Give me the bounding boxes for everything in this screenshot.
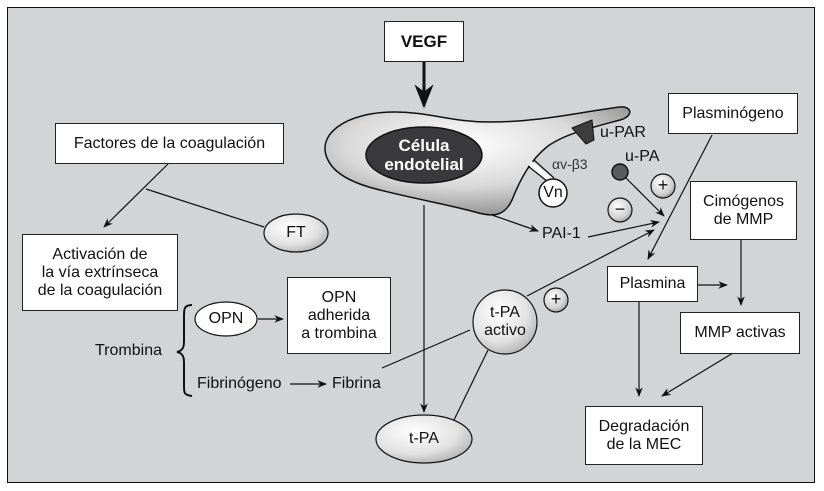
- vegf-box: VEGF: [384, 21, 464, 62]
- tpa-to-tpa-activo-line: [453, 349, 489, 421]
- celula-line2: endotelial: [384, 155, 464, 174]
- activacion-line1: Activación de: [52, 245, 148, 263]
- u-par-receptor: [571, 119, 595, 145]
- u-pa-arrow: [625, 177, 665, 217]
- activacion-box: Activación de la vía extrínseca de la co…: [22, 234, 178, 311]
- opn-adherida-line3: a trombina: [301, 324, 377, 342]
- vn-circle: [538, 178, 568, 208]
- cimogenos-box: Cimógenos de MMP: [690, 181, 797, 240]
- mmp-activas-label: MMP activas: [694, 324, 786, 341]
- opn-adherida-line1: OPN: [321, 288, 357, 306]
- fibrina-to-tpa-activo-line: [381, 329, 471, 369]
- fibrinogeno-label: Fibrinógeno: [197, 375, 282, 392]
- plasmina-box: Plasmina: [607, 266, 698, 302]
- pai1-arrow: [587, 220, 660, 238]
- u-par-label: u-PAR: [600, 124, 646, 141]
- u-pa-node: [611, 163, 629, 181]
- ft-line: [145, 188, 265, 228]
- plus-sign-upa: [650, 173, 676, 199]
- celula-endotelial-label: Célula endotelial: [366, 136, 482, 174]
- opn-adherida-box: OPN adherida a trombina: [287, 277, 391, 354]
- plus-upa-label: +: [657, 175, 669, 195]
- ft-label: FT: [286, 224, 306, 241]
- plus-sign-tpa: [543, 287, 569, 313]
- minus-pai1-label: −: [614, 199, 626, 219]
- opn-adherida-line2: adherida: [307, 306, 371, 324]
- trombina-label: Trombina: [95, 342, 162, 359]
- alpha-v-beta3-label: αv-β3: [552, 156, 588, 172]
- vn-label: Vn: [543, 184, 563, 201]
- mmp-activas-box: MMP activas: [680, 312, 800, 354]
- integrin-stalk: [527, 159, 555, 183]
- mmp-to-degradacion-arrow: [661, 352, 734, 397]
- plasminogeno-box: Plasminógeno: [668, 93, 798, 134]
- tpa-activo-line1: t-PA: [490, 304, 520, 321]
- plus-tpa-label: +: [550, 289, 562, 309]
- nucleus: [365, 126, 483, 184]
- celula-line1: Célula: [398, 136, 450, 155]
- activacion-line3: de la coagulación: [37, 281, 163, 299]
- minus-sign-pai1: [607, 197, 633, 223]
- factores-box: Factores de la coagulación: [55, 123, 284, 164]
- cell-to-pai1-arrow: [491, 214, 539, 232]
- u-pa-label: u-PA: [625, 148, 660, 165]
- plasminogeno-to-plasmina-arrow: [647, 134, 713, 260]
- vegf-label: VEGF: [400, 31, 448, 51]
- plasmina-label: Plasmina: [619, 275, 686, 292]
- activacion-line2: la vía extrínseca: [41, 263, 159, 281]
- ft-node: [263, 213, 329, 253]
- factores-label: Factores de la coagulación: [73, 134, 266, 152]
- degradacion-line1: Degradación: [598, 417, 690, 435]
- tpa-activo-label: t-PA activo: [473, 304, 537, 340]
- cimogenos-line2: de MMP: [713, 210, 774, 228]
- factores-to-activacion-arrow: [103, 163, 169, 228]
- opn-label: OPN: [208, 310, 244, 327]
- plasminogeno-label: Plasminógeno: [682, 104, 784, 122]
- fibrina-label: Fibrina: [332, 375, 381, 392]
- tpa-activo-node: [472, 289, 538, 355]
- tpa-activo-arrow: [526, 229, 655, 297]
- pai1-label: PAI-1: [542, 225, 581, 242]
- degradacion-line2: de la MEC: [606, 435, 682, 453]
- cimogenos-line1: Cimógenos: [703, 192, 784, 210]
- tpa-node: [375, 414, 473, 464]
- tpa-activo-line2: activo: [484, 322, 526, 339]
- degradacion-box: Degradación de la MEC: [585, 406, 703, 465]
- trombina-brace: [176, 304, 193, 397]
- tpa-label: t-PA: [409, 430, 439, 447]
- opn-node: [194, 301, 258, 337]
